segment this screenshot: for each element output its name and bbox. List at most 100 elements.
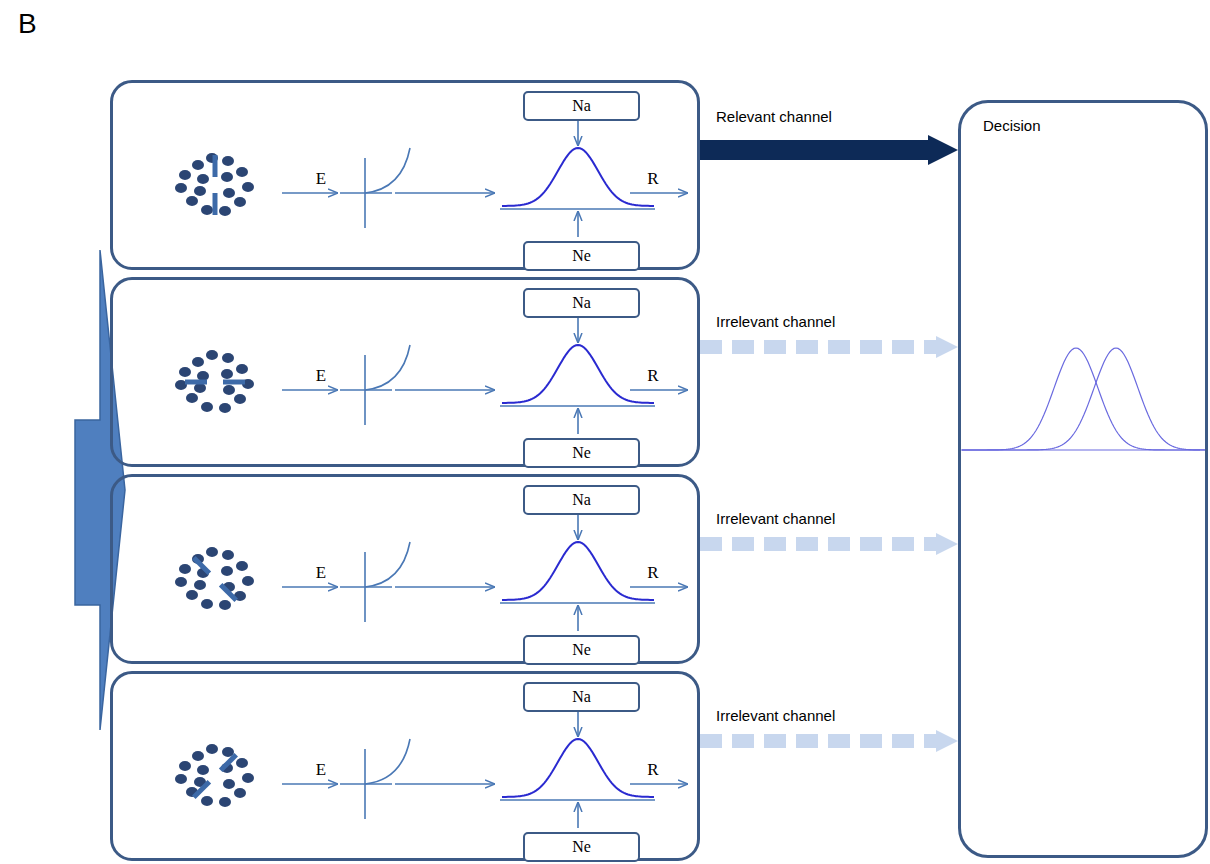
noise-dot	[219, 206, 231, 216]
box-title: Decision	[983, 117, 1183, 134]
signal-bar	[221, 585, 237, 601]
arrow-line	[282, 586, 338, 588]
parameter-label: Ne	[572, 838, 591, 856]
noise-dot	[222, 550, 234, 560]
edge-label: Irrelevant channel	[714, 707, 837, 724]
decision-distributions	[960, 348, 1208, 450]
noise-dot	[223, 385, 235, 395]
arrow-line	[395, 586, 495, 588]
noise-distribution	[502, 542, 654, 600]
parameter-box: Ne	[523, 635, 640, 665]
parameter-label: Ne	[572, 444, 591, 462]
signal-label: E	[316, 366, 326, 386]
noise-dot	[242, 182, 254, 192]
distribution-curve	[962, 348, 1206, 450]
signal-label: R	[647, 760, 658, 780]
arrow-line	[395, 389, 495, 391]
parameter-label: Na	[572, 97, 591, 115]
edge-label: Irrelevant channel	[714, 313, 837, 330]
parameter-box: Ne	[523, 438, 640, 468]
noise-dot	[206, 547, 218, 557]
nonlinearity-curve	[365, 542, 410, 587]
arrow-line	[630, 586, 688, 588]
channel-box: E R NaNe	[110, 80, 700, 270]
parameter-box: Na	[523, 288, 640, 318]
channel-illustration	[175, 514, 688, 631]
noise-dot	[179, 367, 191, 377]
noise-dot	[222, 353, 234, 363]
noise-dot	[222, 156, 234, 166]
channel-illustration	[175, 120, 688, 237]
arrow-line	[577, 408, 579, 434]
noise-dot	[186, 393, 198, 403]
noise-dot	[201, 796, 213, 806]
arrow-line	[577, 605, 579, 631]
arrow-line	[577, 711, 579, 737]
parameter-box: Ne	[523, 241, 640, 271]
noise-dot	[194, 186, 206, 196]
noise-dot	[219, 797, 231, 807]
noise-dot	[242, 576, 254, 586]
nonlinearity-curve	[365, 739, 410, 784]
noise-dot	[236, 561, 248, 571]
arrow-line	[577, 802, 579, 828]
sequence-arrow	[75, 250, 125, 730]
noise-distribution	[502, 739, 654, 797]
noise-dot	[192, 160, 204, 170]
signal-bar	[194, 782, 210, 798]
noise-dot	[179, 564, 191, 574]
edge-label: Relevant channel	[714, 108, 834, 125]
irrelevant-arrow	[700, 340, 936, 354]
noise-dot	[236, 167, 248, 177]
signal-label: R	[647, 563, 658, 583]
distribution-curve	[962, 348, 1200, 450]
noise-dot	[221, 369, 233, 379]
signal-bar	[194, 558, 210, 574]
noise-dot	[234, 197, 246, 207]
noise-dot	[221, 172, 233, 182]
relevant-arrow	[700, 140, 928, 160]
signal-label: R	[647, 366, 658, 386]
arrow-line	[577, 120, 579, 146]
arrow-line	[630, 192, 688, 194]
edge-label: Irrelevant channel	[714, 510, 837, 527]
channel-illustration	[175, 711, 688, 828]
arrow-line	[630, 783, 688, 785]
signal-label: E	[316, 169, 326, 189]
noise-dot	[236, 364, 248, 374]
decision-box: Decision	[958, 100, 1208, 858]
parameter-box: Na	[523, 91, 640, 121]
noise-dot	[236, 758, 248, 768]
parameter-box: Ne	[523, 832, 640, 862]
noise-dot	[223, 188, 235, 198]
channel-box: E R NaNe	[110, 474, 700, 664]
parameter-label: Na	[572, 294, 591, 312]
arrow-line	[577, 514, 579, 540]
channel-illustration	[175, 317, 688, 434]
noise-dot	[206, 350, 218, 360]
baseline	[500, 602, 655, 604]
irrelevant-arrow	[700, 734, 936, 748]
arrow-line	[282, 783, 338, 785]
noise-dot	[175, 774, 187, 784]
noise-dot	[219, 600, 231, 610]
parameter-label: Na	[572, 491, 591, 509]
parameter-label: Ne	[572, 641, 591, 659]
signal-bar	[213, 155, 218, 177]
noise-dot	[186, 590, 198, 600]
signal-label: R	[647, 169, 658, 189]
noise-dot	[197, 765, 209, 775]
nonlinearity-curve	[365, 148, 410, 193]
noise-dot	[192, 751, 204, 761]
baseline	[500, 208, 655, 210]
channel-box: E R NaNe	[110, 277, 700, 467]
noise-dot	[201, 205, 213, 215]
noise-dot	[223, 779, 235, 789]
signal-bar	[185, 380, 207, 385]
signal-label: E	[316, 563, 326, 583]
noise-dot	[219, 403, 231, 413]
arrow-line	[630, 389, 688, 391]
noise-dot	[197, 174, 209, 184]
baseline	[500, 405, 655, 407]
